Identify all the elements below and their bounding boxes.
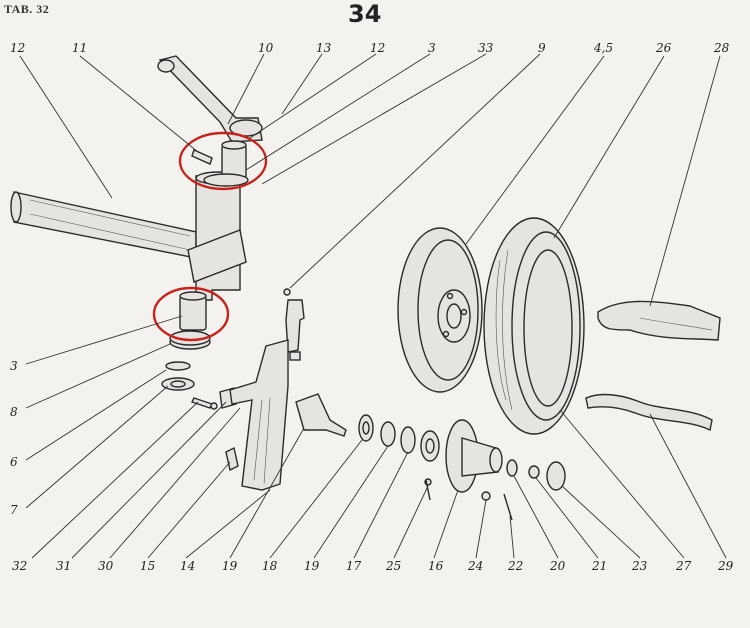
callout-label: 28 — [713, 41, 730, 55]
callout-label: 21 — [591, 559, 607, 573]
small-bolt — [191, 397, 218, 410]
wheel-rim — [397, 227, 483, 393]
left-callout-labels: 3 8 6 7 — [10, 359, 18, 517]
callout-label: 26 — [655, 41, 672, 55]
callout-label: 4,5 — [593, 41, 613, 55]
callout-label: 27 — [675, 559, 692, 573]
highlight-circle-lower — [152, 286, 230, 342]
callout-label: 3 — [428, 41, 436, 55]
callout-label: 25 — [385, 559, 401, 573]
callout-label: 33 — [478, 41, 494, 55]
callout-label: 14 — [180, 559, 195, 573]
wheel-hub — [424, 419, 503, 501]
king-pin-shaft — [283, 288, 305, 361]
callout-label: 13 — [316, 41, 332, 55]
leader-lines — [19, 53, 727, 559]
callout-label: 31 — [56, 559, 71, 573]
callout-label: 11 — [72, 41, 87, 55]
page-number: 34 — [348, 0, 382, 28]
callout-label: 17 — [346, 559, 362, 573]
callout-label: 32 — [12, 559, 27, 573]
hub-washers — [358, 414, 440, 462]
callout-label: 24 — [467, 559, 483, 573]
steering-knuckle — [225, 339, 289, 491]
callout-label: 23 — [631, 559, 648, 573]
upper-bush — [191, 140, 249, 187]
callout-label: 8 — [10, 405, 18, 419]
steering-arm — [157, 55, 263, 143]
callout-label: 15 — [140, 559, 155, 573]
callout-label: 29 — [717, 559, 734, 573]
callout-label: 9 — [538, 41, 546, 55]
lower-bush — [179, 291, 207, 331]
inner-tube — [597, 300, 721, 341]
callout-label: 12 — [370, 41, 385, 55]
callout-label: 12 — [10, 41, 25, 55]
callout-label: 3 — [10, 359, 18, 373]
callout-label: 19 — [222, 559, 238, 573]
stub-axle-arm — [295, 393, 347, 437]
tab-label: TAB. 32 — [4, 2, 50, 16]
top-callout-labels: 12 11 10 13 12 3 33 9 4,5 26 28 — [10, 41, 730, 55]
axle-beam — [10, 171, 247, 301]
callout-label: 16 — [428, 559, 444, 573]
bottom-callout-labels: 32 31 30 15 14 19 18 19 17 25 16 24 22 2… — [12, 559, 734, 573]
callout-label: 6 — [10, 455, 18, 469]
callout-label: 10 — [258, 41, 274, 55]
callout-label: 22 — [507, 559, 523, 573]
highlight-circle-upper — [178, 131, 268, 191]
callout-label: 18 — [262, 559, 278, 573]
callout-label: 30 — [98, 559, 114, 573]
hub-small-parts — [481, 459, 566, 521]
callout-label: 19 — [304, 559, 320, 573]
washer-8 — [165, 361, 191, 371]
callout-label: 7 — [10, 503, 18, 517]
tyre — [483, 217, 585, 435]
rim-flap — [585, 393, 713, 432]
callout-label: 20 — [549, 559, 566, 573]
seal-6 — [161, 377, 195, 391]
